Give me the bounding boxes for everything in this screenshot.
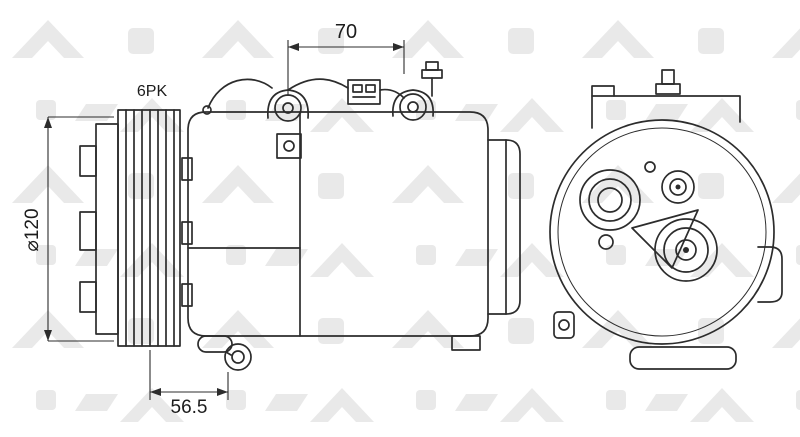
suction-port-mid	[588, 178, 632, 222]
left-mount-hole	[558, 319, 570, 331]
wire-middle	[287, 78, 349, 91]
coil-tab-top	[181, 157, 193, 181]
mount-hole-right-outer	[399, 93, 427, 121]
dimension-pulley-diameter	[44, 116, 114, 342]
top-bolt-head	[655, 83, 681, 95]
top-bracket-tab	[591, 85, 615, 97]
wire-left	[207, 78, 273, 109]
dimension-foot-offset	[149, 350, 229, 400]
right-mount-tab	[757, 246, 783, 303]
bottom-foot	[629, 346, 737, 370]
connector-body	[347, 79, 381, 105]
front-view	[549, 69, 783, 370]
arrowhead-left	[288, 43, 299, 51]
dim-label-foot-offset: 56.5	[171, 397, 208, 418]
hub-center-dot	[675, 184, 681, 190]
suction-port-outer	[579, 169, 641, 231]
connector-pin-left	[352, 84, 363, 93]
wire-terminal	[202, 105, 212, 115]
mount-pad-hole	[283, 140, 295, 152]
hub-step-bottom	[79, 281, 97, 313]
hub-outer	[661, 170, 695, 204]
pulley-ribs	[125, 109, 175, 347]
dimensions	[44, 40, 405, 400]
left-mount-tab	[553, 311, 575, 339]
lug-link-line	[225, 351, 232, 356]
arrowhead-bottom	[44, 330, 52, 341]
rear-cover	[487, 139, 521, 315]
top-bracket	[591, 95, 741, 129]
mount-hole-right-inner	[407, 101, 419, 113]
arrowhead-top	[44, 117, 52, 128]
foot-hole-inner	[231, 350, 245, 364]
coil-tab-middle	[181, 221, 193, 245]
small-bolt-lower	[598, 234, 614, 250]
belt-type-label: 6PK	[137, 83, 168, 100]
arrowhead-right	[393, 43, 404, 51]
dim-label-pulley-diameter: ⌀120	[22, 208, 43, 251]
wire-right	[379, 88, 405, 99]
mount-pad	[276, 133, 302, 159]
suction-port-inner	[597, 187, 623, 213]
center-triangle-plate	[631, 209, 699, 269]
dim-label-mount-spacing: 70	[335, 21, 357, 43]
hub-step-top	[79, 145, 97, 177]
housing-inner-circle	[557, 127, 767, 337]
bottom-lug	[197, 335, 233, 353]
housing-outer-circle	[549, 119, 775, 345]
discharge-port-inner	[675, 239, 697, 261]
mount-ear-right	[392, 89, 434, 117]
small-bolt-upper	[644, 161, 656, 173]
arrowhead-right	[217, 388, 228, 396]
body-outline	[187, 111, 489, 337]
hub-step-middle	[79, 211, 97, 251]
dimension-mount-spacing	[287, 40, 405, 96]
hub-inner	[669, 178, 687, 196]
body-bottom-step	[451, 335, 481, 351]
coil-tab-bottom	[181, 283, 193, 307]
foot-hole-outer	[224, 343, 252, 371]
connector-pin-right	[365, 84, 376, 93]
discharge-center-dot	[683, 247, 689, 253]
discharge-port-mid	[663, 227, 709, 273]
arrowhead-left	[150, 388, 161, 396]
mount-hole-left-inner	[282, 102, 294, 114]
